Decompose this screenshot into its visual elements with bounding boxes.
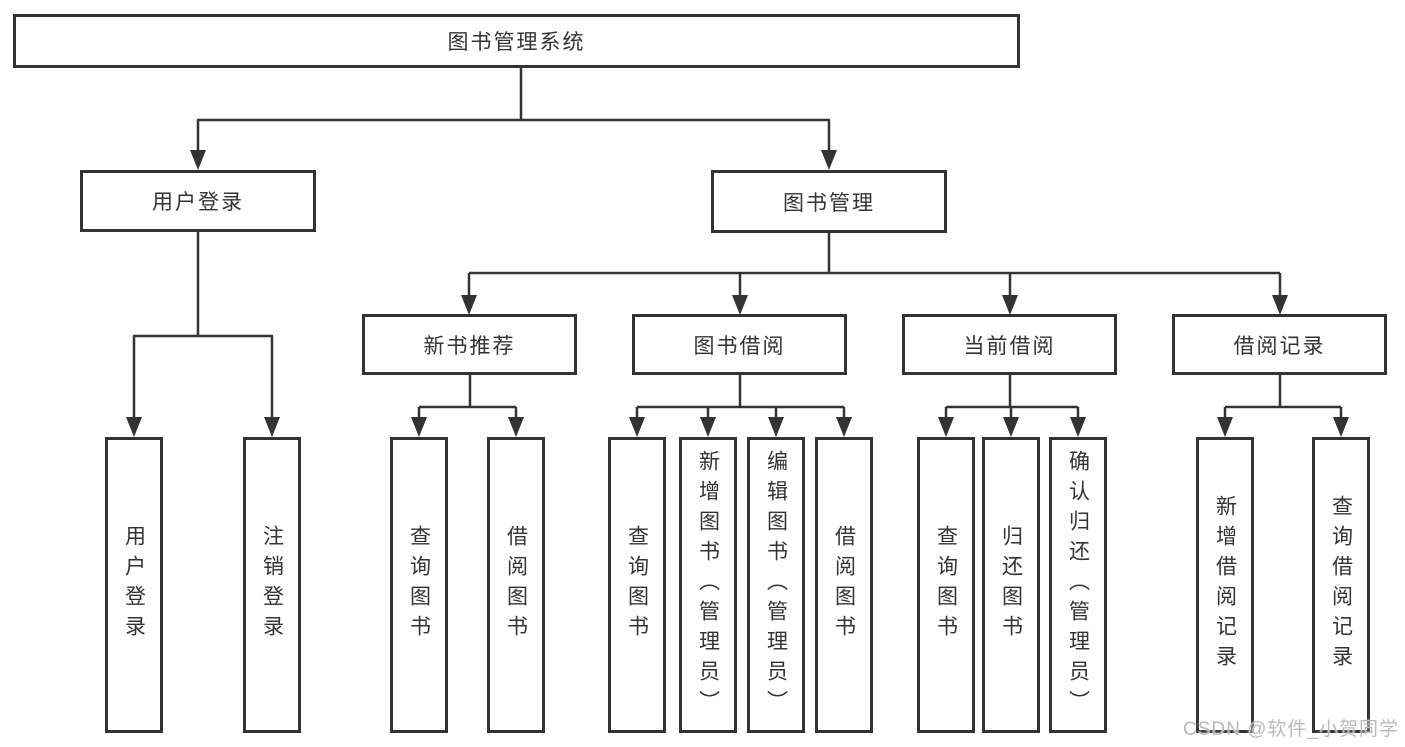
leaf-label: 查询图书 (407, 525, 431, 645)
leaf-label: 用户登录 (122, 525, 146, 645)
connector-user-login-children (126, 232, 280, 437)
leaf-label: 新增图书（管理员） (696, 450, 720, 720)
leaf-add-borrow-record: 新增借阅记录 (1196, 437, 1254, 733)
leaf-label: 查询借阅记录 (1329, 495, 1353, 675)
leaf-query-borrow-record: 查询借阅记录 (1312, 437, 1370, 733)
leaf-label: 编辑图书（管理员） (764, 450, 788, 720)
node-new-book-recommend: 新书推荐 (362, 314, 577, 375)
leaf-borrow-books: 借阅图书 (815, 437, 873, 733)
leaf-query-books-recommend: 查询图书 (390, 437, 448, 733)
leaf-confirm-return-admin: 确认归还（管理员） (1049, 437, 1107, 733)
leaf-label: 查询图书 (625, 525, 649, 645)
arrowhead (126, 417, 280, 437)
node-user-login: 用户登录 (80, 170, 316, 232)
leaf-label: 确认归还（管理员） (1066, 450, 1090, 720)
connector-book-management-to-level3 (461, 233, 1288, 315)
leaf-label: 归还图书 (999, 525, 1023, 645)
arrowhead (190, 150, 837, 170)
csdn-watermark: CSDN @软件_小贺同学 (1183, 719, 1399, 740)
node-borrow-records: 借阅记录 (1172, 314, 1387, 375)
leaf-label: 查询图书 (934, 525, 958, 645)
arrowhead (1217, 417, 1349, 437)
arrowhead (411, 417, 524, 437)
node-current-borrow: 当前借阅 (902, 314, 1117, 375)
node-label: 图书管理 (783, 191, 875, 215)
leaf-label: 借阅图书 (832, 525, 856, 645)
leaf-borrow-books-recommend: 借阅图书 (487, 437, 545, 733)
leaf-label: 注销登录 (260, 525, 284, 645)
node-label: 图书借阅 (693, 334, 786, 358)
connector-root-to-level2 (190, 68, 837, 170)
leaf-label: 借阅图书 (504, 525, 528, 645)
node-label: 新书推荐 (423, 334, 516, 358)
leaf-user-login: 用户登录 (105, 437, 163, 733)
node-label: 图书管理系统 (447, 31, 586, 54)
arrowhead (461, 295, 1288, 315)
leaf-edit-book-admin: 编辑图书（管理员） (747, 437, 805, 733)
node-label: 借阅记录 (1233, 334, 1326, 358)
connector-current-borrow-children (938, 375, 1086, 437)
node-label: 当前借阅 (963, 334, 1056, 358)
node-label: 用户登录 (152, 191, 244, 214)
connector-borrow-records-children (1217, 375, 1349, 437)
leaf-add-book-admin: 新增图书（管理员） (679, 437, 737, 733)
node-book-borrow: 图书借阅 (632, 314, 847, 375)
node-book-management: 图书管理 (711, 170, 947, 233)
leaf-label: 新增借阅记录 (1213, 495, 1237, 675)
leaf-return-book: 归还图书 (982, 437, 1040, 733)
arrowhead (629, 417, 852, 437)
connector-new-book-children (411, 375, 524, 437)
connector-book-borrow-children (629, 375, 852, 437)
leaf-query-books-borrow: 查询图书 (608, 437, 666, 733)
leaf-query-books-current: 查询图书 (917, 437, 975, 733)
arrowhead (938, 417, 1086, 437)
leaf-logout: 注销登录 (243, 437, 301, 733)
node-library-management-system: 图书管理系统 (13, 14, 1020, 68)
